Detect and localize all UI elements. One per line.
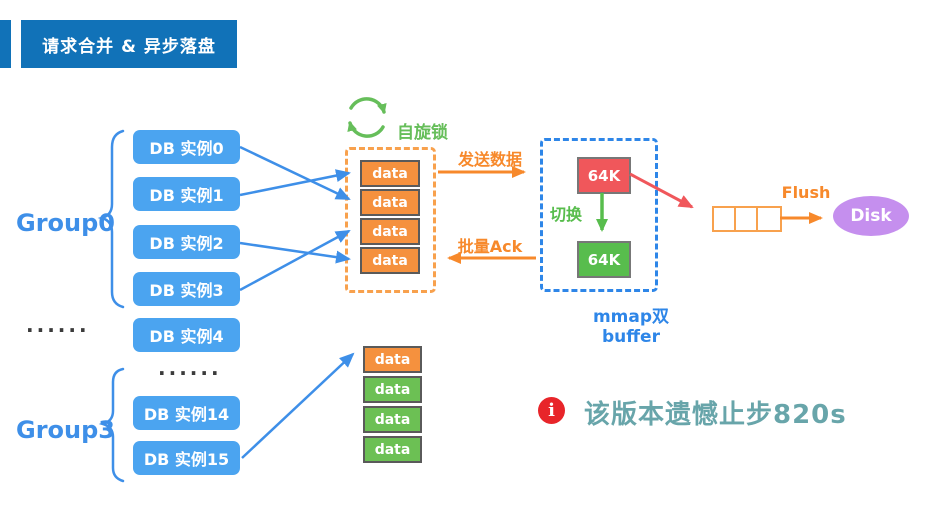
mmap-caption: mmap双buffer (592, 307, 670, 347)
disk-node: Disk (833, 196, 909, 236)
db-instance-1: DB 实例1 (133, 177, 240, 211)
arrow-db0-to-buffer (239, 145, 351, 201)
db-instance-2: DB 实例2 (133, 225, 240, 259)
buffer-cell-3: data (360, 247, 420, 274)
db-instance-15: DB 实例15 (133, 441, 240, 475)
switch-label: 切换 (550, 205, 583, 224)
bottom-cell-0: data (363, 346, 422, 373)
mmap-buffer-standby: 64K (577, 241, 631, 278)
buffer-cell-0: data (360, 160, 420, 187)
db-instance-4: DB 实例4 (133, 318, 240, 352)
db-instance-3: DB 实例3 (133, 272, 240, 306)
queue-cell-2 (756, 206, 782, 232)
batch-ack-label: 批量Ack (457, 237, 523, 256)
db-instance-14: DB 实例14 (133, 396, 240, 430)
send-data-label: 发送数据 (457, 150, 522, 169)
note-text: 该版本遗憾止步820s (584, 400, 847, 430)
title-accent-strip (0, 20, 11, 68)
group3-label: Group3 (16, 416, 115, 444)
db-instance-0: DB 实例0 (133, 130, 240, 164)
slide-title: 请求合并 & 异步落盘 (21, 20, 237, 68)
queue-cell-1 (734, 206, 760, 232)
group0-label: Group0 (16, 209, 115, 237)
buffer-cell-1: data (360, 189, 420, 216)
arrow-db2-to-buffer (239, 241, 351, 264)
flush-label: Flush (781, 183, 831, 202)
spinlock-label: 自旋锁 (397, 123, 448, 143)
mmap-buffer-active: 64K (577, 157, 631, 194)
mmap-double-buffer-box (540, 138, 658, 292)
bottom-cell-3: data (363, 436, 422, 463)
buffer-cell-2: data (360, 218, 420, 245)
group3-ellipsis: ······ (158, 361, 222, 385)
arrow-db15-to-stack (241, 352, 355, 459)
arrow-db1-to-buffer (239, 169, 351, 197)
info-icon: i (538, 397, 565, 424)
spinlock-icon (347, 97, 387, 138)
bottom-cell-2: data (363, 406, 422, 433)
bottom-cell-1: data (363, 376, 422, 403)
spinlock-buffer-box (345, 147, 436, 293)
arrow-db3-to-buffer (239, 229, 351, 292)
group-ellipsis-left: ······ (26, 318, 90, 342)
